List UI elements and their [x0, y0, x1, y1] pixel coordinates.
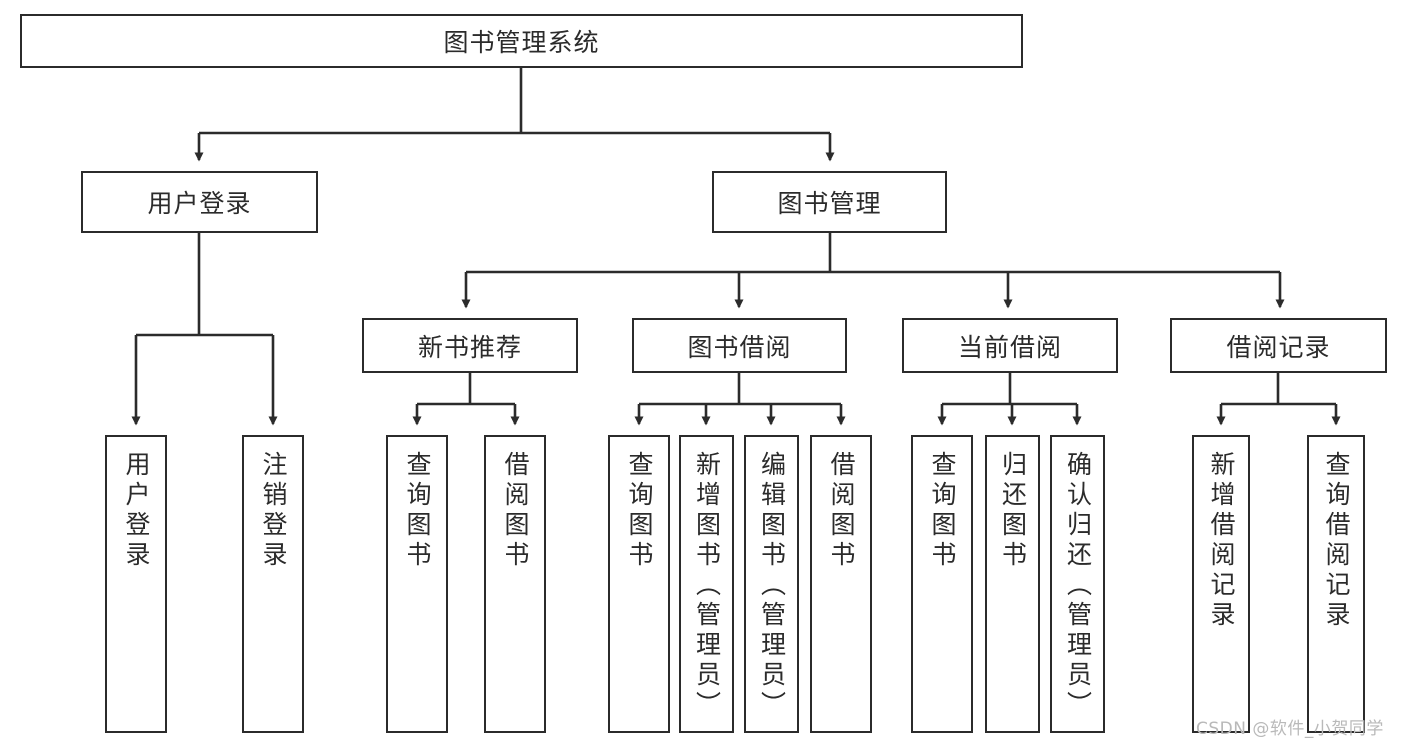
- leaf-query-book-borrow-label: 查询图书: [625, 451, 654, 571]
- leaf-query-borrow-record[interactable]: 查询借阅记录: [1307, 435, 1365, 733]
- leaf-add-book-admin-label: 新增图书（管理员）: [692, 451, 722, 721]
- leaf-query-book-current[interactable]: 查询图书: [911, 435, 973, 733]
- leaf-return-book[interactable]: 归还图书: [985, 435, 1040, 733]
- leaf-logout-label: 注销登录: [259, 451, 288, 571]
- node-new-book-recommend[interactable]: 新书推荐: [362, 318, 578, 373]
- node-current-borrow-label: 当前借阅: [957, 332, 1062, 362]
- node-book-management[interactable]: 图书管理: [712, 171, 947, 233]
- leaf-user-login-label: 用户登录: [122, 451, 151, 571]
- leaf-borrow-book-recommend[interactable]: 借阅图书: [484, 435, 546, 733]
- leaf-borrow-book-label: 借阅图书: [827, 451, 856, 571]
- leaf-add-book-admin[interactable]: 新增图书（管理员）: [679, 435, 734, 733]
- node-borrow-record-label: 借阅记录: [1226, 332, 1331, 362]
- node-book-management-label: 图书管理: [777, 189, 882, 218]
- leaf-edit-book-admin-label: 编辑图书（管理员）: [757, 451, 787, 721]
- node-root[interactable]: 图书管理系统: [20, 14, 1023, 68]
- leaf-query-book-borrow[interactable]: 查询图书: [608, 435, 670, 733]
- node-user-login[interactable]: 用户登录: [81, 171, 318, 233]
- node-current-borrow[interactable]: 当前借阅: [902, 318, 1118, 373]
- watermark: CSDN @软件_小贺同学: [1196, 719, 1384, 739]
- leaf-edit-book-admin[interactable]: 编辑图书（管理员）: [744, 435, 799, 733]
- leaf-query-book-recommend[interactable]: 查询图书: [386, 435, 448, 733]
- node-book-borrow-label: 图书借阅: [687, 332, 792, 362]
- leaf-query-book-recommend-label: 查询图书: [403, 451, 432, 571]
- node-borrow-record[interactable]: 借阅记录: [1170, 318, 1387, 373]
- leaf-borrow-book[interactable]: 借阅图书: [810, 435, 872, 733]
- leaf-add-borrow-record-label: 新增借阅记录: [1207, 451, 1236, 631]
- leaf-borrow-book-recommend-label: 借阅图书: [501, 451, 530, 571]
- leaf-confirm-return-admin-label: 确认归还（管理员）: [1063, 451, 1093, 721]
- leaf-return-book-label: 归还图书: [998, 451, 1028, 571]
- leaf-confirm-return-admin[interactable]: 确认归还（管理员）: [1050, 435, 1105, 733]
- leaf-query-book-current-label: 查询图书: [928, 451, 957, 571]
- node-new-book-recommend-label: 新书推荐: [417, 332, 522, 362]
- leaf-user-login[interactable]: 用户登录: [105, 435, 167, 733]
- leaf-logout[interactable]: 注销登录: [242, 435, 304, 733]
- leaf-add-borrow-record[interactable]: 新增借阅记录: [1192, 435, 1250, 733]
- leaf-query-borrow-record-label: 查询借阅记录: [1322, 451, 1351, 631]
- node-root-label: 图书管理系统: [443, 28, 600, 57]
- node-book-borrow[interactable]: 图书借阅: [632, 318, 847, 373]
- node-user-login-label: 用户登录: [147, 189, 252, 218]
